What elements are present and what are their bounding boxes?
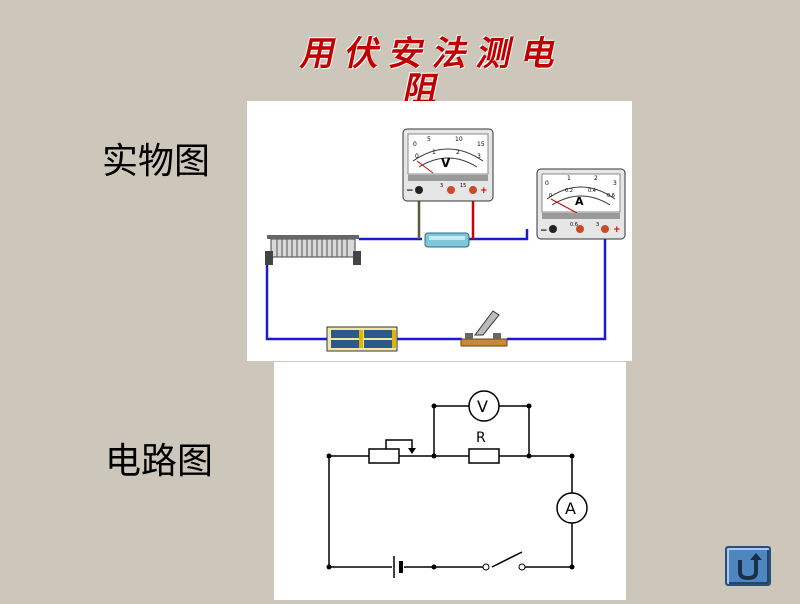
wire-battery-to-left [328,456,392,568]
voltmeter-lower-1: 1 [432,149,436,156]
voltmeter-label: V [477,397,488,416]
knife-switch [460,310,508,347]
ammeter-upper-2: 2 [594,175,598,182]
wire-rheostat-to-battery [265,256,327,341]
wire-switch-to-ammeter [507,229,607,341]
voltmeter-term-15: 15 [460,183,466,189]
wire-voltmeter-right [499,405,530,456]
ammeter-upper-1: 1 [567,175,571,182]
rheostat-slider-arrow [408,448,416,454]
voltmeter-lower-2: 2 [456,149,460,156]
u-turn-arrow-icon [738,553,762,581]
voltmeter-upper-5: 5 [427,136,431,143]
physical-diagram-label: 实物图 [102,141,211,182]
back-button[interactable] [725,546,771,586]
ammeter-minus: − [540,226,548,236]
voltmeter-term-3: 3 [440,183,443,189]
wire-ammeter-to-switch [522,522,573,568]
voltmeter-symbol [468,390,500,422]
voltmeter-lower-3: 3 [477,153,481,160]
physical-diagram: 0 5 10 15 0 1 2 3 V − 3 15 + 0 1 [247,101,632,361]
resistor [424,232,470,248]
circuit-schematic: R V A [274,362,626,600]
battery-pack [326,326,398,352]
voltmeter-upper-10: 10 [455,136,463,143]
wire-voltmeter-left [433,405,469,456]
slide-title: 用伏安法测电 阻 [182,34,677,110]
title-line-1: 用伏安法测电 [297,34,571,74]
voltmeter-upper-0: 0 [413,141,417,148]
ammeter-lower-0.6: 0.6 [607,193,615,199]
wire-resistor-to-ammeter [469,229,529,241]
ammeter-symbol: A [575,195,584,208]
voltmeter-symbol: V [441,156,451,170]
voltmeter-lower-0: 0 [415,153,419,160]
ammeter-lower-0: 0 [549,193,552,199]
ammeter-term-0.6: 0.6 [570,222,578,228]
ammeter-upper-3: 3 [613,180,617,187]
ammeter-upper-0: 0 [545,180,549,187]
ammeter-symbol [556,492,588,524]
wire-r-to-ammeter [499,455,573,494]
rheostat-slider-wire [385,439,413,456]
switch-contact-right [518,563,526,571]
switch-blade [491,551,523,568]
rheostat-symbol [368,448,400,464]
ammeter-term-3: 3 [596,222,599,228]
voltmeter-minus: − [406,186,414,196]
ammeter-label: A [565,499,576,518]
switch-contact-left [482,563,490,571]
ammeter-lower-0.2: 0.2 [565,188,573,194]
ammeter-lower-0.4: 0.4 [588,188,596,194]
ammeter-plus: + [613,225,621,235]
resistor-label: R [476,430,486,446]
voltmeter: 0 5 10 15 0 1 2 3 V − 3 15 + [402,128,494,202]
resistor-symbol [468,448,500,464]
voltmeter-upper-15: 15 [477,141,485,148]
rheostat [265,235,361,265]
voltmeter-plus: + [480,186,488,196]
circuit-diagram-label: 电路图 [105,441,214,482]
ammeter: 0 1 2 3 0 0.2 0.4 0.6 A − 0.6 3 + [536,168,626,240]
